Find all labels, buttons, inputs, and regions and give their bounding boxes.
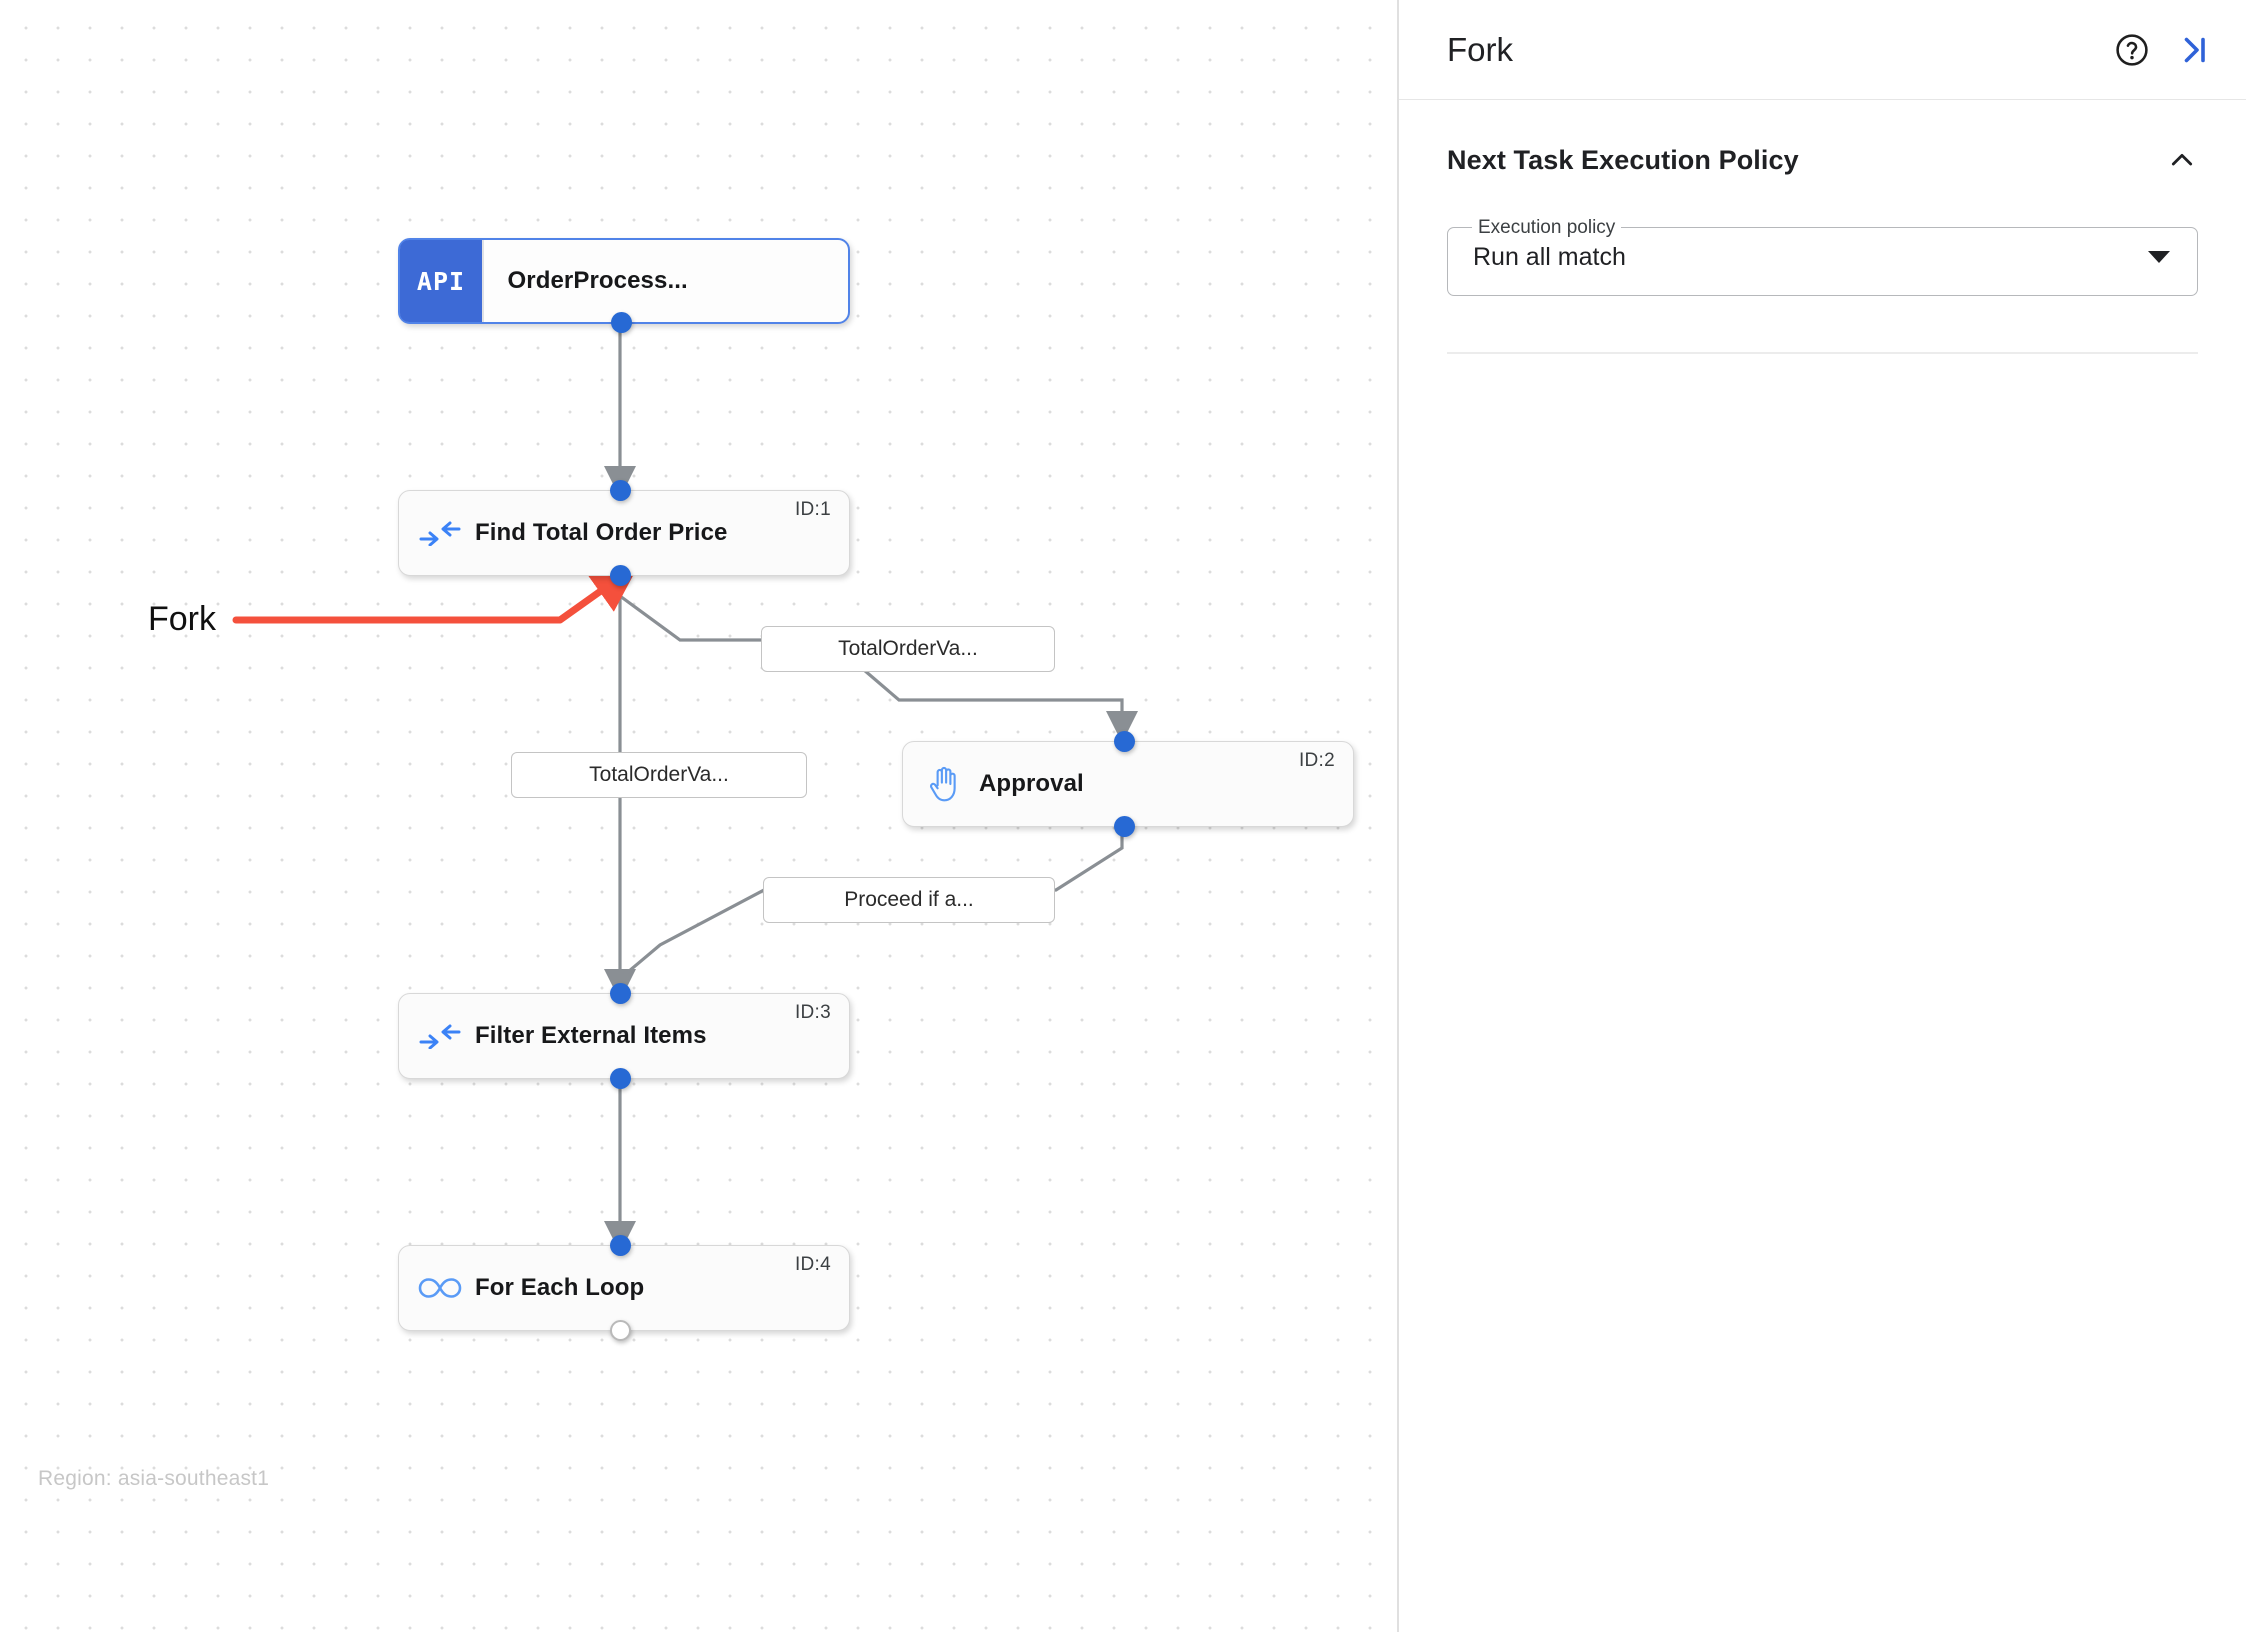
output-port[interactable] <box>610 1320 631 1341</box>
hand-icon <box>915 765 973 803</box>
node-id-label: ID:4 <box>794 1254 831 1275</box>
output-port[interactable] <box>1114 816 1135 837</box>
node-id-label: ID:1 <box>794 499 831 520</box>
loop-icon <box>411 1276 469 1300</box>
output-port[interactable] <box>610 1068 631 1089</box>
input-port[interactable] <box>610 983 631 1004</box>
section-header[interactable]: Next Task Execution Policy <box>1447 144 2198 176</box>
chevron-down-icon[interactable] <box>2148 251 2170 263</box>
execution-policy-select[interactable]: Execution policy Run all match <box>1447 218 2198 296</box>
properties-panel: Fork Next Task Execution Policy <box>1399 0 2246 1632</box>
region-label: Region: asia-southeast1 <box>38 1467 270 1490</box>
annotation-arrow <box>232 563 640 624</box>
input-port[interactable] <box>610 480 631 501</box>
panel-header: Fork <box>1399 0 2246 100</box>
node-label: For Each Loop <box>475 1274 645 1301</box>
node-label: OrderProcess... <box>507 267 688 294</box>
input-port[interactable] <box>610 1235 631 1256</box>
node-label: Filter External Items <box>475 1022 707 1049</box>
next-task-execution-policy-section: Next Task Execution Policy Execution pol… <box>1399 100 2246 354</box>
node-filter-external-items[interactable]: Filter External Items ID:3 <box>398 983 850 1089</box>
node-find-total-order-price[interactable]: Find Total Order Price ID:1 <box>398 480 850 586</box>
panel-title: Fork <box>1447 30 1513 68</box>
node-label: Find Total Order Price <box>475 519 728 546</box>
section-title: Next Task Execution Policy <box>1447 144 1799 175</box>
edge-label[interactable]: Proceed if a... <box>763 877 1055 923</box>
output-port-fork[interactable] <box>610 565 631 586</box>
chevron-up-icon[interactable] <box>2166 144 2198 176</box>
node-for-each-loop[interactable]: For Each Loop ID:4 <box>398 1235 850 1341</box>
execution-policy-value: Run all match <box>1473 242 1626 271</box>
node-approval[interactable]: Approval ID:2 <box>902 731 1354 837</box>
data-mapping-icon <box>411 1023 469 1049</box>
input-port[interactable] <box>1114 731 1135 752</box>
node-label: Approval <box>979 770 1084 797</box>
api-icon: API <box>400 240 482 322</box>
annotation-label: Fork <box>148 600 216 638</box>
edge-label[interactable]: TotalOrderVa... <box>761 626 1055 672</box>
workflow-canvas[interactable]: API OrderProcess... Find Total Order Pri… <box>0 0 1399 1632</box>
help-circle-icon[interactable] <box>2114 32 2150 68</box>
data-mapping-icon <box>411 520 469 546</box>
node-id-label: ID:3 <box>794 1002 831 1023</box>
output-port[interactable] <box>611 312 632 333</box>
edge-label[interactable]: TotalOrderVa... <box>511 752 807 798</box>
node-order-process-trigger[interactable]: API OrderProcess... <box>398 238 850 333</box>
collapse-panel-icon[interactable] <box>2176 32 2212 68</box>
section-divider <box>1447 352 2198 354</box>
node-id-label: ID:2 <box>1298 750 1335 771</box>
divider <box>482 240 484 322</box>
